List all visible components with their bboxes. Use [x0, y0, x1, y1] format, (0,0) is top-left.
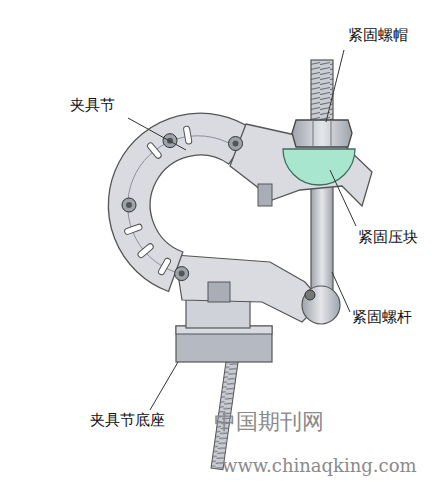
watermark: www.chinaqking.com	[222, 455, 417, 477]
segment-joint-line	[128, 136, 240, 272]
clamp-base	[176, 326, 272, 362]
part-label: 紧固压块	[358, 228, 418, 246]
part-label: 紧固螺帽	[348, 26, 408, 44]
clamp-segment	[108, 113, 252, 291]
arm-notch	[208, 282, 230, 302]
jaw-tab	[258, 184, 272, 206]
part-label: 夹具节	[70, 96, 115, 114]
pressure-block	[283, 149, 355, 185]
clamp-lower-arm	[175, 255, 322, 322]
part-label: 紧固螺杆	[352, 308, 412, 326]
watermark: 中国期刊网	[214, 409, 324, 435]
bolt-roller	[302, 286, 340, 324]
nut	[292, 120, 352, 147]
leader-lines	[128, 50, 356, 410]
bolt-shank	[311, 180, 333, 290]
segment-pins	[122, 134, 243, 281]
part-label: 夹具节底座	[90, 411, 165, 429]
